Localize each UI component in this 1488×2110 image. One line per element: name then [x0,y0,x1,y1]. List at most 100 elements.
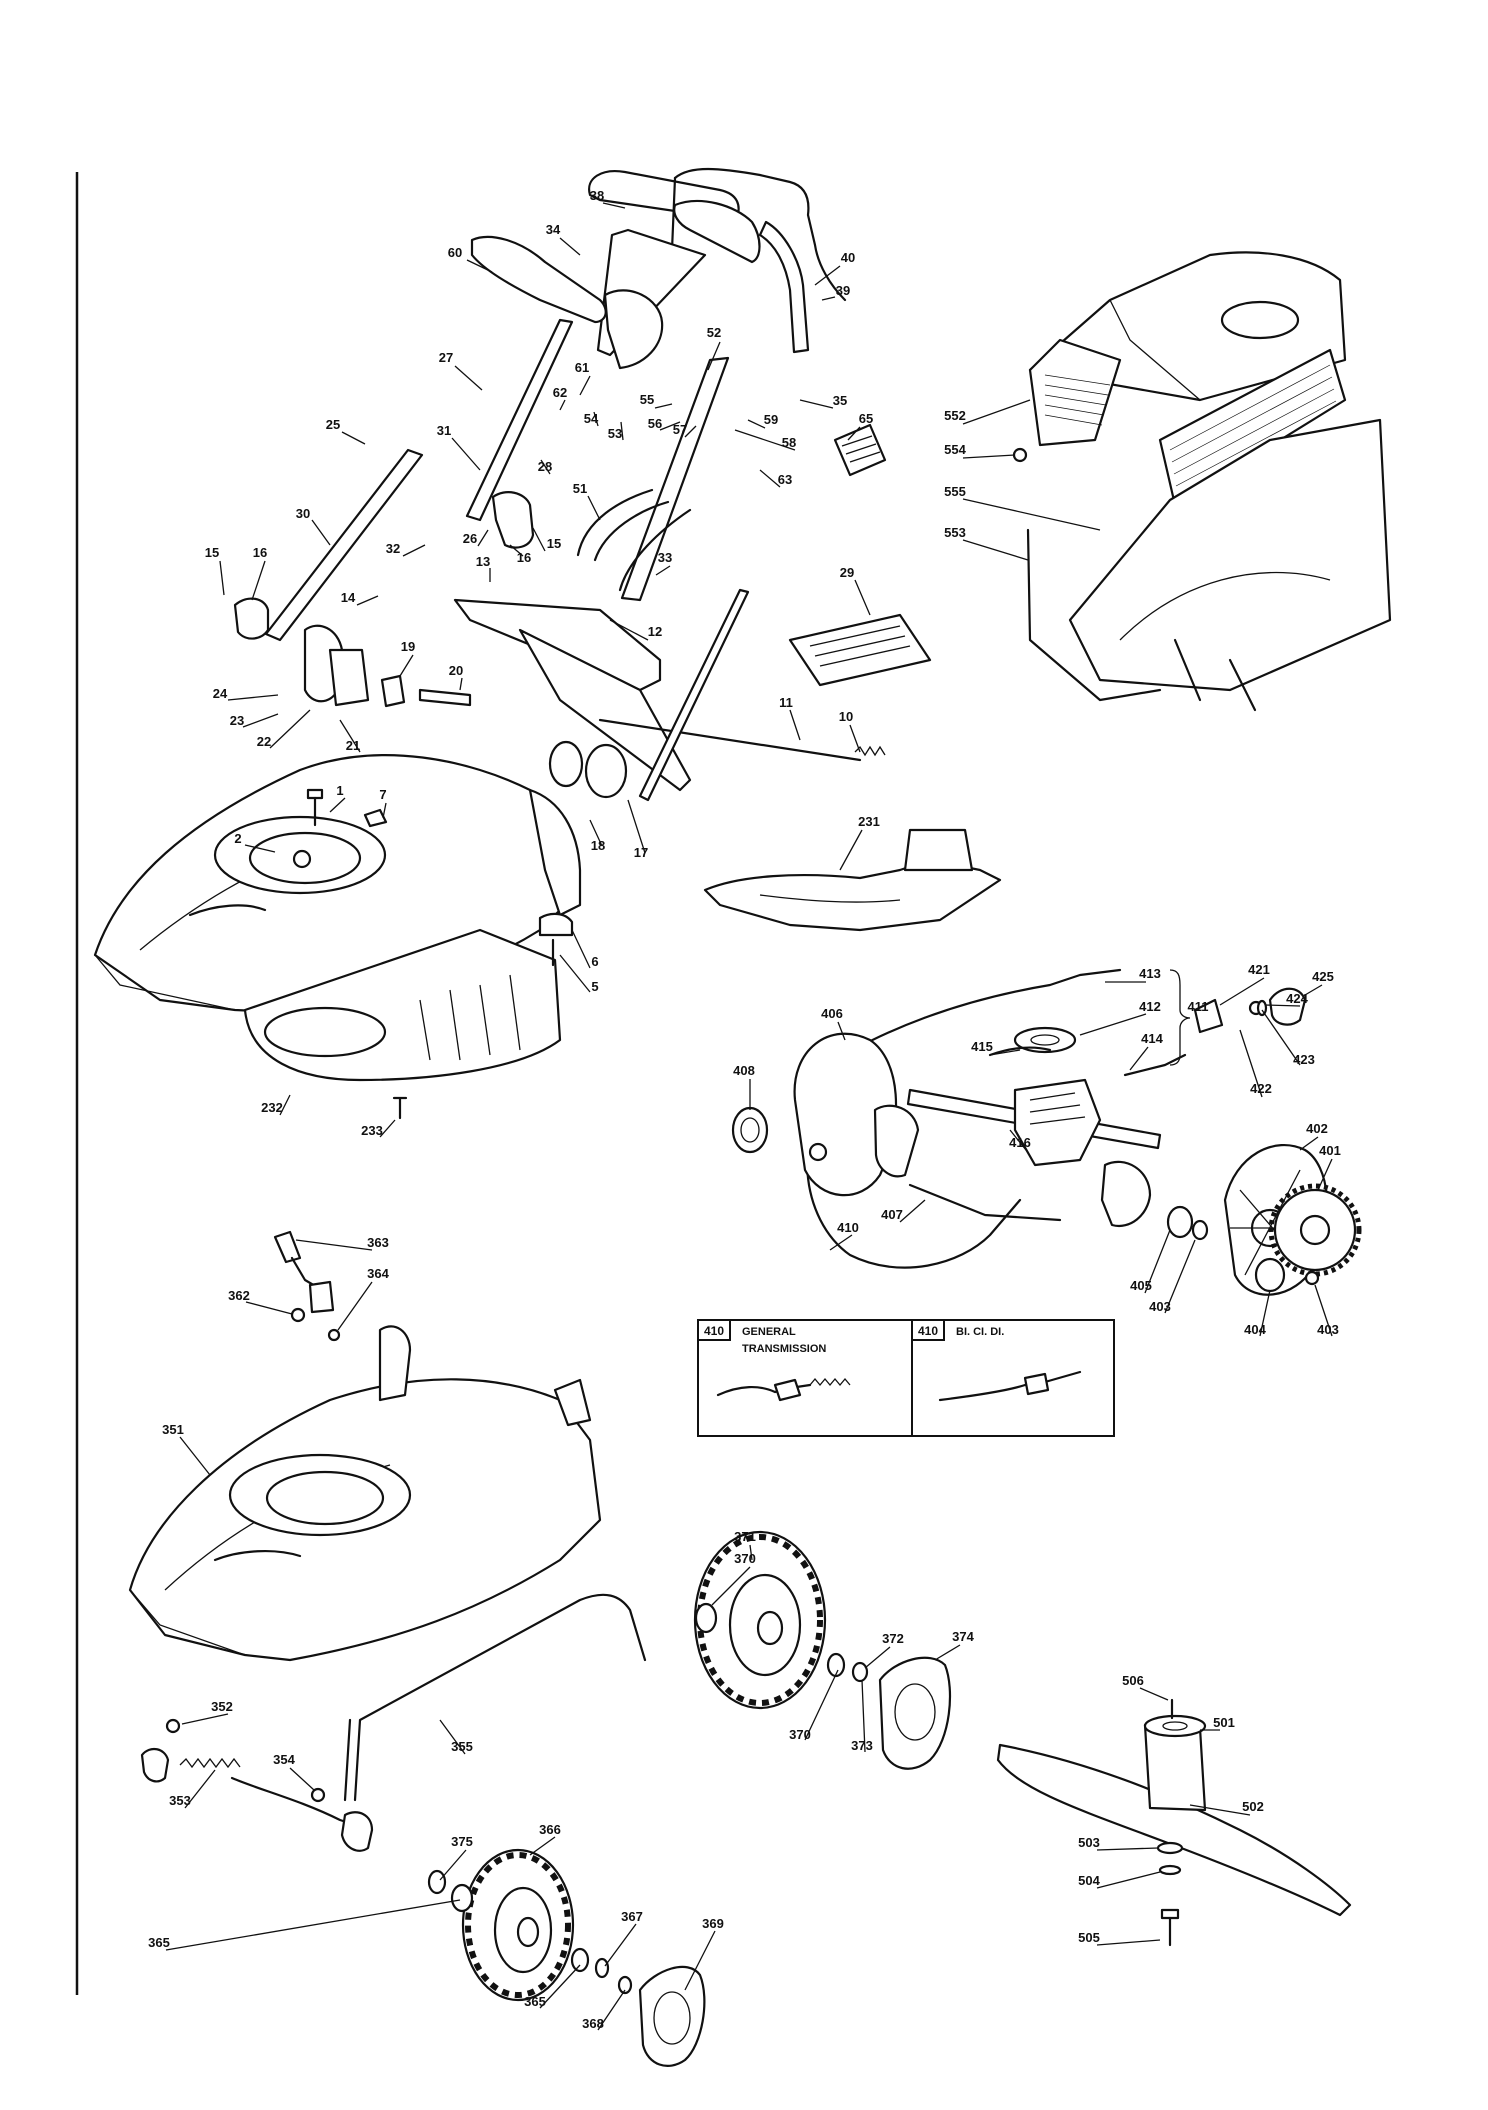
deck-assembly-top [93,754,582,1120]
callout-354: 354 [273,1752,295,1767]
callout-17: 17 [634,845,648,860]
callout-53: 53 [608,426,622,441]
callout-502: 502 [1242,1799,1264,1814]
callout-552: 552 [944,408,966,423]
callout-366: 366 [539,1822,561,1837]
callout-554: 554 [944,442,966,457]
callout-401: 401 [1319,1143,1341,1158]
callout-353: 353 [169,1793,191,1808]
callout-373: 373 [851,1738,873,1753]
callout-405: 405 [1130,1278,1152,1293]
inset-label-1-line1: GENERAL [742,1326,796,1338]
callout-56: 56 [648,416,662,431]
callout-23: 23 [230,713,244,728]
gear-teeth-401 [1268,1183,1362,1277]
callout-6: 6 [591,954,598,969]
callout-404: 404 [1244,1322,1266,1337]
callout-355: 355 [451,1739,473,1754]
handle-assembly [233,167,886,802]
callout-61: 61 [575,360,589,375]
callout-406: 406 [821,1006,843,1021]
callout-232: 232 [261,1100,283,1115]
callout-415: 415 [971,1039,993,1054]
callout-1: 1 [336,783,343,798]
callout-54: 54 [584,411,599,426]
callout-403: 403 [1317,1322,1339,1337]
callout-364: 364 [367,1266,389,1281]
callout-33: 33 [658,550,672,565]
callout-413: 413 [1139,966,1161,981]
callout-57: 57 [673,422,687,437]
callout-231: 231 [858,814,880,829]
callout-52: 52 [707,325,721,340]
front-wheel [693,1530,952,1770]
callout-365: 365 [524,1994,546,2009]
inset-label-2-line1: BI. CI. DI. [956,1326,1004,1338]
callout-35: 35 [833,393,847,408]
callout-555: 555 [944,484,966,499]
callout-370: 370 [789,1727,811,1742]
callout-39: 39 [836,283,850,298]
callout-62: 62 [553,385,567,400]
callout-371: 371 [734,1529,756,1544]
callout-553: 553 [944,525,966,540]
callout-16: 16 [253,545,267,560]
callout-58: 58 [782,435,796,450]
callout-421: 421 [1248,962,1270,977]
callout-5: 5 [591,979,598,994]
callout-40: 40 [841,250,855,265]
callout-403: 403 [1149,1299,1171,1314]
callout-372: 372 [882,1631,904,1646]
callout-375: 375 [451,1834,473,1849]
callout-422: 422 [1250,1081,1272,1096]
mulch-plug [703,828,1002,932]
callout-28: 28 [538,459,552,474]
transmission-assembly [731,968,1362,1296]
callout-27: 27 [439,350,453,365]
callout-65: 65 [859,411,873,426]
callout-21: 21 [346,738,360,753]
inset-code-1: 410 [704,1324,724,1338]
callout-504: 504 [1078,1873,1100,1888]
callout-425: 425 [1312,969,1334,984]
callout-416: 416 [1009,1135,1031,1150]
deck-assembly-lower [128,1230,647,1852]
callout-365: 365 [148,1935,170,1950]
blade-assembly [996,1698,1352,1947]
bag-mesh-left [1044,374,1111,426]
callout-368: 368 [582,2016,604,2031]
callout-12: 12 [648,624,662,639]
callout-411: 411 [1188,999,1209,1014]
callout-55: 55 [640,392,654,407]
inset-code-2: 410 [918,1324,938,1338]
callout-26: 26 [463,531,477,546]
callout-60: 60 [448,245,462,260]
callout-11: 11 [779,695,793,710]
callout-7: 7 [379,787,386,802]
callout-367: 367 [621,1909,643,1924]
callout-31: 31 [437,423,451,438]
tread-rear [465,1852,571,1998]
inset-label-1-line2: TRANSMISSION [742,1343,826,1355]
callout-34: 34 [546,222,561,237]
callout-24: 24 [213,686,228,701]
callout-32: 32 [386,541,400,556]
callout-410: 410 [837,1220,859,1235]
callout-501: 501 [1213,1715,1235,1730]
callout-13: 13 [476,554,490,569]
callout-414: 414 [1141,1031,1163,1046]
grass-bag-assembly [1012,251,1392,712]
callout-412: 412 [1139,999,1161,1014]
callout-30: 30 [296,506,310,521]
callout-407: 407 [881,1207,903,1222]
callout-233: 233 [361,1123,383,1138]
callout-374: 374 [952,1629,974,1644]
callout-369: 369 [702,1916,724,1931]
callout-18: 18 [591,838,605,853]
callout-59: 59 [764,412,778,427]
callout-424: 424 [1286,991,1308,1006]
callout-362: 362 [228,1288,250,1303]
callout-15: 15 [205,545,219,560]
